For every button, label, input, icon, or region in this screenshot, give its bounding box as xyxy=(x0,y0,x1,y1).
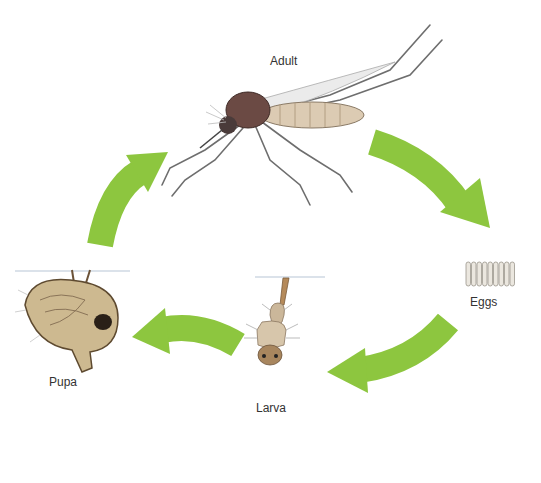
stage-label: Pupa xyxy=(49,375,77,389)
stage-label: Adult xyxy=(270,54,297,68)
stage-label: Eggs xyxy=(470,295,497,309)
pupa xyxy=(15,270,118,372)
stage-label: Larva xyxy=(256,401,286,415)
water-surface xyxy=(15,271,325,277)
adult-mosquito xyxy=(162,25,442,205)
cycle-arrows xyxy=(100,142,490,393)
larva xyxy=(244,278,300,365)
egg-raft xyxy=(466,262,515,286)
